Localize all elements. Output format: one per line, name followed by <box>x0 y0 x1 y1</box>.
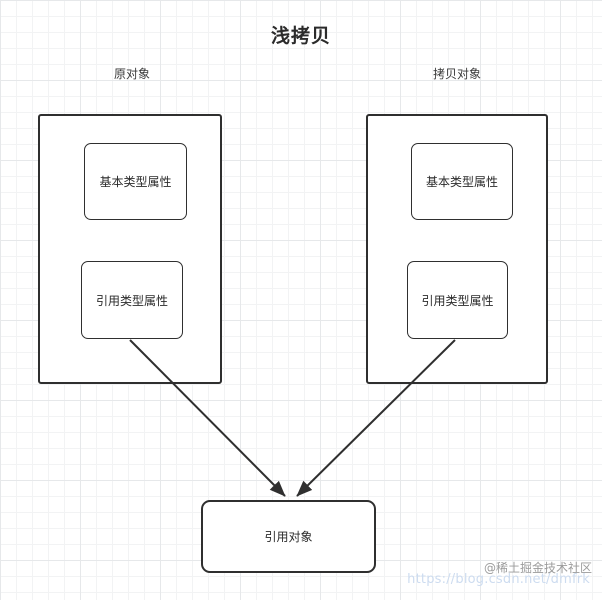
original-reference-property-box: 引用类型属性 <box>81 261 183 339</box>
caption-copy-object: 拷贝对象 <box>432 67 481 81</box>
watermark-community: @稀土掘金技术社区 <box>483 561 592 575</box>
caption-original-object: 原对象 <box>113 67 150 81</box>
original-primitive-property-box: 基本类型属性 <box>84 143 187 220</box>
watermark-url: https://blog.csdn.net/dmfrk <box>407 572 590 587</box>
shared-reference-object-box: 引用对象 <box>201 500 376 573</box>
page-title: 浅拷贝 <box>270 25 331 47</box>
copy-reference-property-box: 引用类型属性 <box>407 261 508 339</box>
copy-primitive-property-box: 基本类型属性 <box>411 143 513 220</box>
